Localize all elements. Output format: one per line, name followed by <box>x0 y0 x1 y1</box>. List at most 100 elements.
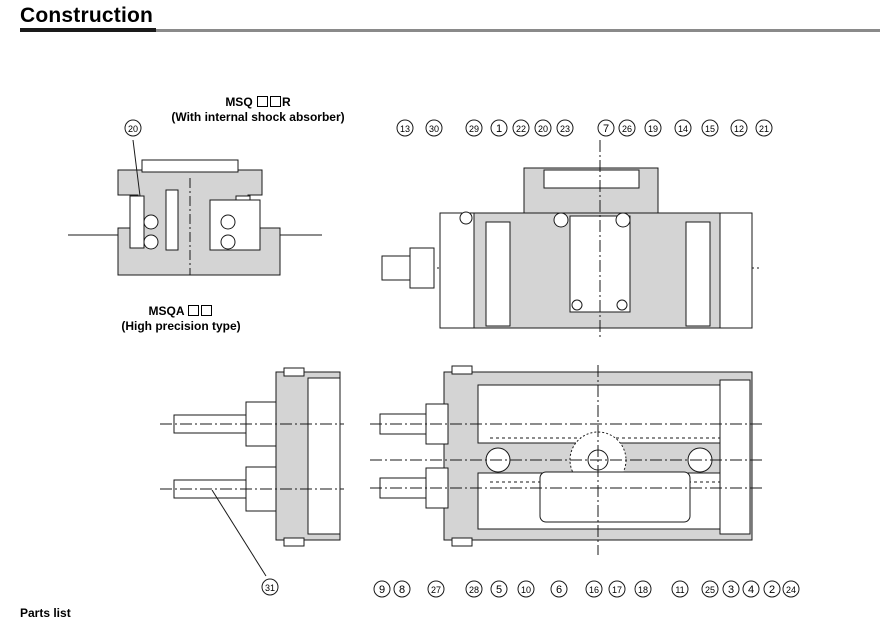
bearing <box>553 212 569 228</box>
callout-label: 31 <box>265 583 275 593</box>
callout-label: 18 <box>638 585 648 595</box>
callout-28: 28 <box>465 580 483 598</box>
caption-msqa-subtitle: (High precision type) <box>121 319 241 333</box>
callout-label: 23 <box>560 124 570 134</box>
section-view <box>381 140 762 340</box>
callout-label: 24 <box>786 585 796 595</box>
callout-27: 27 <box>427 580 445 598</box>
title-underline <box>20 28 156 32</box>
callout-label: 20 <box>128 124 138 134</box>
callout-label: 28 <box>469 585 479 595</box>
table-top <box>543 169 640 189</box>
placeholder-box <box>270 96 281 107</box>
bearing <box>571 299 583 311</box>
callout-label: 6 <box>556 584 562 596</box>
callout-14: 14 <box>674 119 692 137</box>
callout-label: 13 <box>400 124 410 134</box>
caption-msq-r-suffix: R <box>282 95 291 109</box>
callout-label: 1 <box>496 123 502 135</box>
callout-8: 8 <box>393 580 411 598</box>
callout-label: 16 <box>589 585 599 595</box>
bottom-cap <box>451 537 473 547</box>
leader-line <box>211 489 267 577</box>
bearing <box>616 299 628 311</box>
callout-label: 22 <box>516 124 526 134</box>
callout-19: 19 <box>644 119 662 137</box>
side-cap <box>283 367 305 377</box>
plug <box>459 211 473 225</box>
end-cover <box>719 379 751 535</box>
callout-label: 3 <box>728 584 734 596</box>
callout-13: 13 <box>396 119 414 137</box>
bore <box>685 221 711 327</box>
callout-label: 26 <box>622 124 632 134</box>
callout-label: 15 <box>705 124 715 134</box>
placeholder-box <box>257 96 268 107</box>
callout-7: 7 <box>597 119 615 137</box>
placeholder-box <box>201 305 213 316</box>
caption-msqa: MSQA (High precision type) <box>96 304 266 334</box>
leader-line <box>132 139 141 197</box>
callout-9: 9 <box>373 580 391 598</box>
callout-label: 12 <box>734 124 744 134</box>
detail-bolt <box>165 189 179 251</box>
callout-label: 5 <box>496 584 502 596</box>
callout-label: 17 <box>612 585 622 595</box>
callout-label: 4 <box>748 584 754 596</box>
detail-bearing <box>220 234 236 250</box>
callout-30: 30 <box>425 119 443 137</box>
callout-23: 23 <box>556 119 574 137</box>
callout-label: 14 <box>678 124 688 134</box>
detail-bearing <box>143 214 159 230</box>
title-rule <box>156 29 880 32</box>
caption-msq-r: MSQ R (With internal shock absorber) <box>158 95 358 125</box>
piston <box>539 471 691 523</box>
side-view <box>160 367 344 577</box>
callout-26: 26 <box>618 119 636 137</box>
callout-label: 9 <box>379 584 385 596</box>
callout-22: 22 <box>512 119 530 137</box>
callout-17: 17 <box>608 580 626 598</box>
section-nut <box>409 247 435 289</box>
caption-msq-r-subtitle: (With internal shock absorber) <box>171 110 345 124</box>
callout-label: 19 <box>648 124 658 134</box>
bottom-section <box>370 365 765 555</box>
callout-24: 24 <box>782 580 800 598</box>
bottom-cap <box>451 365 473 375</box>
placeholder-box <box>188 305 200 316</box>
callout-label: 10 <box>521 585 531 595</box>
callout-31: 31 <box>261 578 279 596</box>
callout-3: 3 <box>722 580 740 598</box>
callout-label: 7 <box>603 123 609 135</box>
callout-1: 1 <box>490 119 508 137</box>
callout-label: 2 <box>769 584 775 596</box>
callout-12: 12 <box>730 119 748 137</box>
side-cap <box>283 537 305 547</box>
callout-label: 8 <box>399 584 405 596</box>
callout-5: 5 <box>490 580 508 598</box>
callout-29: 29 <box>465 119 483 137</box>
end-plate-left <box>439 212 475 329</box>
bore <box>485 221 511 327</box>
page-title: Construction <box>20 4 154 27</box>
detail-view <box>68 139 322 276</box>
callout-4: 4 <box>742 580 760 598</box>
callout-16: 16 <box>585 580 603 598</box>
caption-msq-r-prefix: MSQ <box>225 95 253 109</box>
callout-21: 21 <box>755 119 773 137</box>
callout-label: 11 <box>675 585 684 595</box>
callout-label: 25 <box>705 585 715 595</box>
callout-6: 6 <box>550 580 568 598</box>
section-stem <box>381 255 413 281</box>
callout-label: 29 <box>469 124 479 134</box>
callout-15: 15 <box>701 119 719 137</box>
parts-list-heading: Parts list <box>20 606 71 620</box>
detail-bearing <box>143 234 159 250</box>
detail-bore-left <box>129 195 145 249</box>
end-plate-right <box>719 212 753 329</box>
callout-10: 10 <box>517 580 535 598</box>
callout-20: 20 <box>534 119 552 137</box>
detail-table <box>141 159 239 173</box>
callout-11: 11 <box>671 580 689 598</box>
